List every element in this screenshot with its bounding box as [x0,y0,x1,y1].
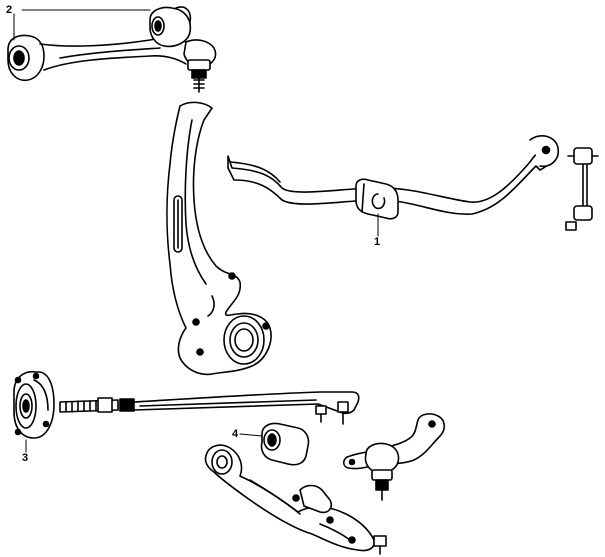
strut-rod [59,391,360,425]
callout-4: 4 [232,428,239,440]
upper-control-arm [7,6,217,93]
lower-control-arm [204,444,387,555]
lower-ball-joint [342,413,446,501]
callout-1: 1 [374,236,381,248]
callout-3: 3 [22,452,29,464]
stabilizer-bar-assembly [227,135,599,237]
steering-knuckle [166,101,272,376]
lower-arm-bushing [239,422,310,466]
hub-bearing [13,370,55,453]
callout-2: 2 [6,4,13,16]
